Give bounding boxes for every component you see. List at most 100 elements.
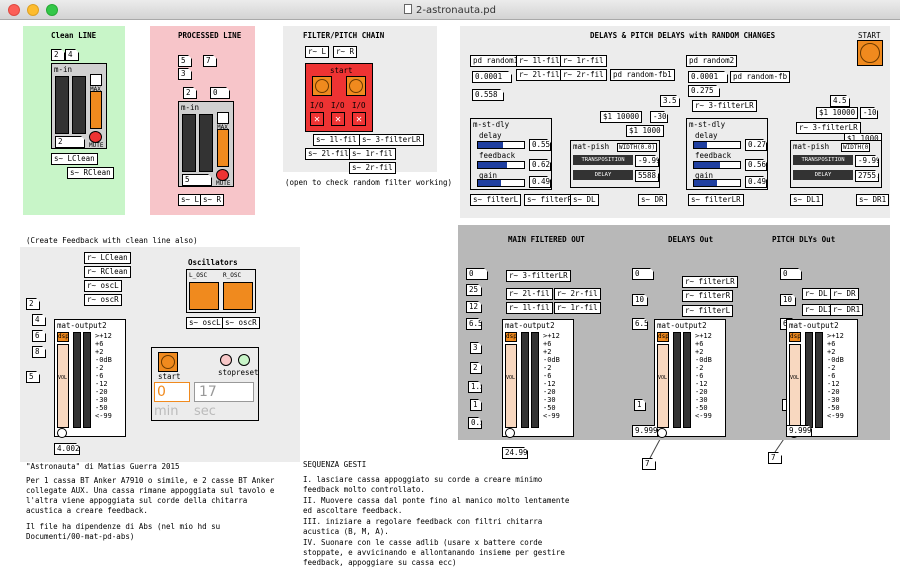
- dout-dsp-toggle[interactable]: dsp: [657, 332, 669, 342]
- processed-number-2[interactable]: 7: [203, 55, 217, 67]
- clean-gain-slider[interactable]: [90, 91, 102, 129]
- send-dl1[interactable]: s~ DL1: [790, 194, 824, 206]
- minimize-button[interactable]: [27, 4, 39, 16]
- send-lclean[interactable]: s~ LClean: [51, 153, 98, 165]
- dout-num-1[interactable]: 1: [634, 399, 646, 411]
- filter-bang-right[interactable]: [346, 76, 366, 96]
- filter-bang-left[interactable]: [312, 76, 332, 96]
- dout-receive-filterl[interactable]: r~ filterL: [682, 305, 734, 317]
- receive-1r-fil[interactable]: r~ 1r-fil: [560, 55, 607, 67]
- filter-toggle-2[interactable]: ✕: [331, 112, 345, 126]
- pout-receive-dl[interactable]: r~ DL: [802, 288, 831, 300]
- dout-num-6-5[interactable]: 6.5: [632, 318, 648, 330]
- number-3-5[interactable]: 3.5: [660, 95, 680, 107]
- receive-oscr[interactable]: r~ oscR: [84, 294, 122, 306]
- receive-l[interactable]: r~ L: [305, 46, 330, 58]
- msg-1-10000-a[interactable]: $1 10000: [600, 111, 643, 123]
- zoom-button[interactable]: [46, 4, 58, 16]
- r-osc-toggle[interactable]: [223, 282, 253, 310]
- dout-receive-filterr[interactable]: r~ filterR: [682, 290, 734, 302]
- fb-number-8[interactable]: 8: [32, 346, 46, 358]
- pout-number-7[interactable]: 7: [768, 452, 782, 464]
- receive-2r-fil[interactable]: r~ 2r-fil: [560, 69, 607, 81]
- gain-value-1[interactable]: 0.49: [529, 176, 551, 188]
- gain-value-2[interactable]: 0.49: [745, 176, 767, 188]
- fb-number-4[interactable]: 4: [32, 314, 46, 326]
- l-osc-toggle[interactable]: [189, 282, 219, 310]
- delay-slider-1[interactable]: [477, 141, 525, 149]
- pout-receive-dr1[interactable]: r~ DR1: [830, 304, 864, 316]
- processed-gain-slider[interactable]: [217, 129, 229, 167]
- receive-oscl[interactable]: r~ oscL: [84, 280, 122, 292]
- timer-start-bang[interactable]: [158, 352, 178, 372]
- receive-2l-fil[interactable]: r~ 2l-fil: [516, 69, 563, 81]
- clean-number-1[interactable]: 2: [51, 49, 65, 61]
- msg-1-1000-a[interactable]: $1 1000: [626, 125, 664, 137]
- feedback-value-2[interactable]: 0.56: [745, 159, 767, 171]
- receive-lclean[interactable]: r~ LClean: [84, 252, 131, 264]
- main-dsp-toggle[interactable]: dsp: [505, 332, 517, 342]
- main-num-1[interactable]: 1: [470, 399, 482, 411]
- msg-1-10000-b[interactable]: $1 10000: [816, 107, 859, 119]
- feedback-slider-1[interactable]: [477, 161, 525, 169]
- fb-number-2[interactable]: 2: [26, 298, 40, 310]
- send-dr1[interactable]: s~ DR1: [856, 194, 890, 206]
- filter-toggle-1[interactable]: ✕: [310, 112, 324, 126]
- main-num-25[interactable]: 25: [466, 284, 482, 296]
- send-oscl[interactable]: s~ oscL: [186, 317, 224, 329]
- start-bang[interactable]: [857, 40, 883, 66]
- processed-max-button[interactable]: [217, 112, 229, 124]
- pd-random1[interactable]: pd random1: [470, 55, 522, 67]
- send-filterl[interactable]: s~ filterL: [470, 194, 522, 206]
- send-filterlr[interactable]: s~ filterLR: [688, 194, 744, 206]
- timer-seconds[interactable]: 17: [194, 382, 254, 402]
- delay-slider-2[interactable]: [693, 141, 741, 149]
- gain-slider-2[interactable]: [693, 179, 741, 187]
- clean-number-2[interactable]: 4: [65, 49, 79, 61]
- processed-number-3[interactable]: 3: [178, 68, 192, 80]
- receive-3-filterlr-a[interactable]: r~ 3-filterLR: [692, 100, 757, 112]
- close-button[interactable]: [8, 4, 20, 16]
- main-num-3[interactable]: 3: [470, 342, 482, 354]
- pitch-delay-value-1[interactable]: 5588.: [635, 170, 659, 182]
- timer-stop-bang[interactable]: [220, 354, 232, 366]
- pitch-delay-value-2[interactable]: 2755.: [855, 170, 879, 182]
- send-r[interactable]: s~ R: [200, 194, 225, 206]
- main-receive-3-filterlr[interactable]: r~ 3-filterLR: [506, 270, 571, 282]
- delay-value-2[interactable]: 0.275: [745, 139, 767, 151]
- send-2r-fil[interactable]: s~ 2r-fil: [349, 162, 396, 174]
- random1-value[interactable]: 0.558: [472, 89, 504, 101]
- send-2l-fil[interactable]: s~ 2l-fil: [305, 148, 352, 160]
- main-num-6-5[interactable]: 6.5: [466, 318, 482, 330]
- processed-number-4[interactable]: 2: [183, 87, 197, 99]
- pout-receive-dr[interactable]: r~ DR: [830, 288, 859, 300]
- clean-max-button[interactable]: [90, 74, 102, 86]
- dout-volume-slider[interactable]: VOL: [657, 344, 669, 428]
- number-4-5[interactable]: 4.5: [830, 95, 850, 107]
- gain-slider-1[interactable]: [477, 179, 525, 187]
- send-1l-fil[interactable]: s~ 1l-fil: [313, 134, 360, 146]
- dout-num-0[interactable]: 0: [632, 268, 654, 280]
- processed-number-1[interactable]: 5: [178, 55, 192, 67]
- main-receive-1r-fil[interactable]: r~ 1r-fil: [554, 302, 601, 314]
- main-num-2[interactable]: 2: [470, 362, 482, 374]
- pitch-value-1[interactable]: -9.99: [635, 155, 659, 167]
- fb-volume-slider[interactable]: VOL: [57, 344, 69, 428]
- number-minus-10[interactable]: -10: [860, 107, 878, 119]
- send-dl[interactable]: s~ DL: [570, 194, 599, 206]
- dout-receive-filterlr[interactable]: r~ filterLR: [682, 276, 738, 288]
- feedback-value-1[interactable]: 0.62: [529, 159, 551, 171]
- dout-num-10[interactable]: 10: [632, 294, 648, 306]
- delay-value-1[interactable]: 0.558: [529, 139, 551, 151]
- main-receive-2r-fil[interactable]: r~ 2r-fil: [554, 288, 601, 300]
- main-volume-slider[interactable]: VOL: [505, 344, 517, 428]
- main-num-0[interactable]: 0: [466, 268, 488, 280]
- transposition-1[interactable]: TRANSPOSITION: [573, 155, 633, 165]
- send-rclean[interactable]: s~ RClean: [67, 167, 114, 179]
- transposition-2[interactable]: TRANSPOSITION: [793, 155, 853, 165]
- main-num-1-5[interactable]: 1.5: [468, 381, 482, 393]
- send-1r-fil[interactable]: s~ 1r-fil: [349, 148, 396, 160]
- pd-random2[interactable]: pd random2: [686, 55, 738, 67]
- receive-1l-fil[interactable]: r~ 1l-fil: [516, 55, 563, 67]
- main-bang[interactable]: [505, 428, 515, 438]
